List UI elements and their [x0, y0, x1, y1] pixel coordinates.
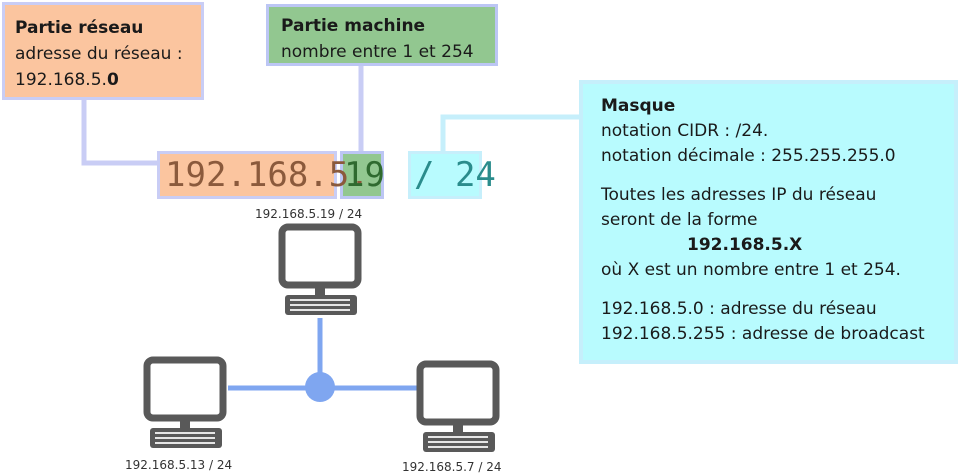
ip-network-part: 192.168.5. [165, 155, 370, 195]
computer-top-label: 192.168.5.19 / 24 [255, 207, 363, 221]
ip-mask-part: / 24 [414, 155, 496, 195]
network-address: 192.168.5.0 [15, 67, 201, 93]
mask-desc-2: seront de la forme [601, 210, 758, 230]
computer-left-icon [143, 356, 227, 448]
computer-right-label: 192.168.5.7 / 24 [402, 460, 502, 474]
network-part-line: adresse du réseau : [15, 44, 183, 64]
mask-network-addr: 192.168.5.0 : adresse du réseau [601, 299, 877, 319]
network-part-title: Partie réseau [15, 18, 144, 38]
ip-host-highlight [340, 151, 384, 199]
mask-desc-1: Toutes les adresses IP du réseau [601, 185, 877, 205]
network-address-zero: 0 [106, 70, 119, 90]
ip-host-part: 19 [344, 155, 385, 195]
computer-left-label: 192.168.5.13 / 24 [125, 458, 233, 472]
computer-right-icon [416, 360, 500, 452]
network-address-prefix: 192.168.5. [15, 70, 107, 90]
mask-decimal: notation décimale : 255.255.255.0 [601, 146, 896, 166]
mask-title: Masque [601, 96, 676, 116]
mask-desc-3: où X est un nombre entre 1 et 254. [601, 260, 901, 280]
machine-part-line: nombre entre 1 et 254 [281, 42, 474, 62]
mask-pattern: 192.168.5.X [687, 235, 803, 255]
network-part-box: Partie réseau adresse du réseau : 192.16… [2, 2, 204, 100]
machine-part-box: Partie machine nombre entre 1 et 254 [266, 4, 498, 66]
mask-broadcast-addr: 192.168.5.255 : adresse de broadcast [601, 324, 925, 344]
ip-network-highlight [157, 151, 337, 199]
mask-cidr: notation CIDR : /24. [601, 121, 769, 141]
computer-top-icon [278, 223, 362, 315]
ip-mask-highlight [408, 151, 482, 199]
network-switch-node [305, 372, 335, 402]
mask-box: Masque notation CIDR : /24. notation déc… [579, 80, 958, 364]
machine-part-title: Partie machine [281, 16, 426, 36]
